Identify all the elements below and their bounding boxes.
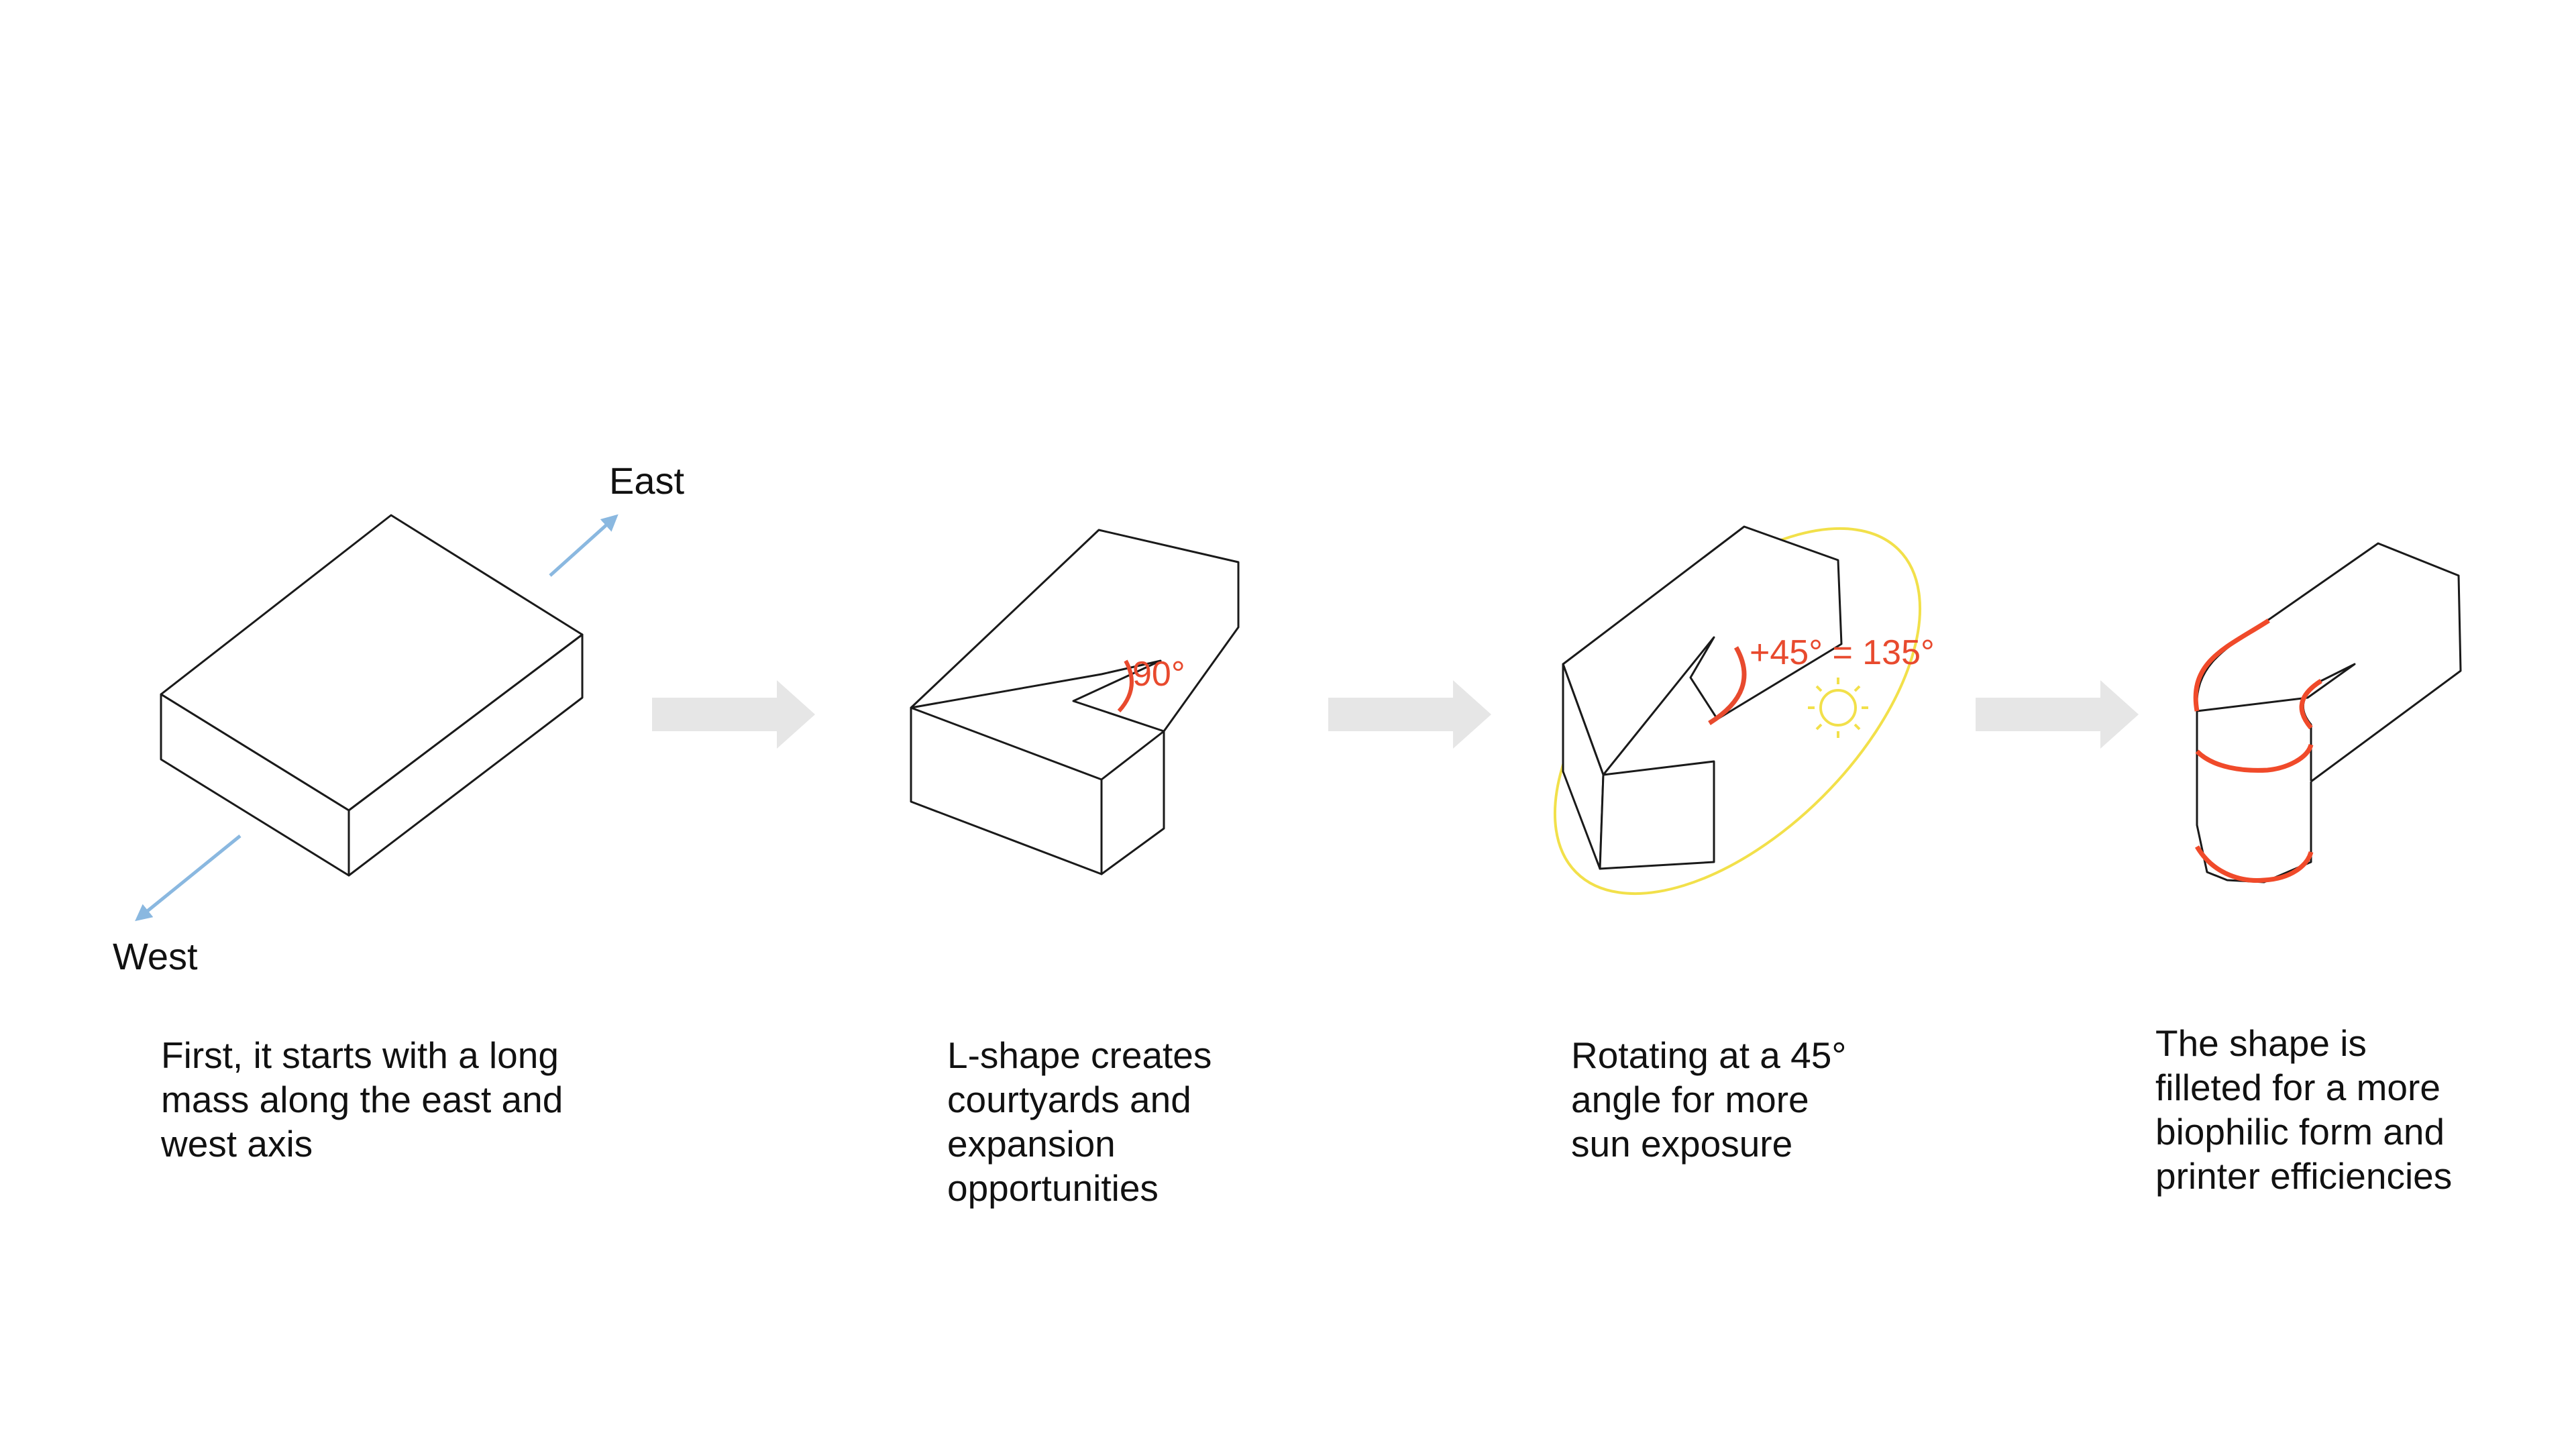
step1-caption: First, it starts with a long mass along … — [161, 1033, 563, 1166]
step1-caption-line: west axis — [161, 1123, 313, 1165]
step3-caption-line: Rotating at a 45° — [1571, 1034, 1847, 1076]
right-arrow-1 — [652, 680, 815, 749]
fillet-edge-bottom — [2194, 845, 2314, 883]
angle-arc-90 — [1117, 659, 1134, 713]
step3-caption: Rotating at a 45° angle for more sun exp… — [1571, 1033, 1846, 1166]
step1-box — [160, 514, 584, 877]
step1-caption-line: First, it starts with a long — [161, 1034, 559, 1076]
step4-caption-line: filleted for a more — [2155, 1067, 2440, 1108]
step2-caption-line: opportunities — [947, 1167, 1159, 1209]
west-label: West — [113, 935, 198, 977]
step3-caption-line: sun exposure — [1571, 1123, 1793, 1165]
fillet-edge-mid — [2195, 743, 2314, 773]
step2-caption: L-shape creates courtyards and expansion… — [947, 1033, 1212, 1210]
step4-caption-line: biophilic form and — [2155, 1111, 2445, 1152]
step2-caption-line: courtyards and — [947, 1079, 1191, 1120]
east-axis-arrow — [549, 514, 619, 577]
fillet-edge-inner — [2299, 679, 2322, 730]
step2-l-shape — [910, 529, 1240, 875]
right-arrow-2 — [1328, 680, 1491, 749]
step2-caption-line: expansion — [947, 1123, 1116, 1165]
step4-filleted-shape — [2196, 542, 2462, 883]
step4-caption-line: printer efficiencies — [2155, 1155, 2453, 1197]
fillet-edge-top — [2193, 619, 2270, 712]
step1-caption-line: mass along the east and — [161, 1079, 564, 1120]
step4-caption: The shape is filleted for a more biophil… — [2155, 1021, 2452, 1198]
angle-label-135: +45° = 135° — [1750, 633, 1935, 672]
east-label: East — [609, 460, 684, 502]
step3-caption-line: angle for more — [1571, 1079, 1809, 1120]
right-arrow-3 — [1976, 680, 2139, 749]
angle-label-90: 90° — [1132, 655, 1185, 694]
angle-arc-135 — [1708, 646, 1747, 725]
west-axis-arrow — [135, 835, 241, 922]
step3-rotated-l — [1562, 525, 1843, 870]
sun-icon — [1808, 678, 1868, 738]
step2-caption-line: L-shape creates — [947, 1034, 1212, 1076]
step4-caption-line: The shape is — [2155, 1022, 2367, 1064]
